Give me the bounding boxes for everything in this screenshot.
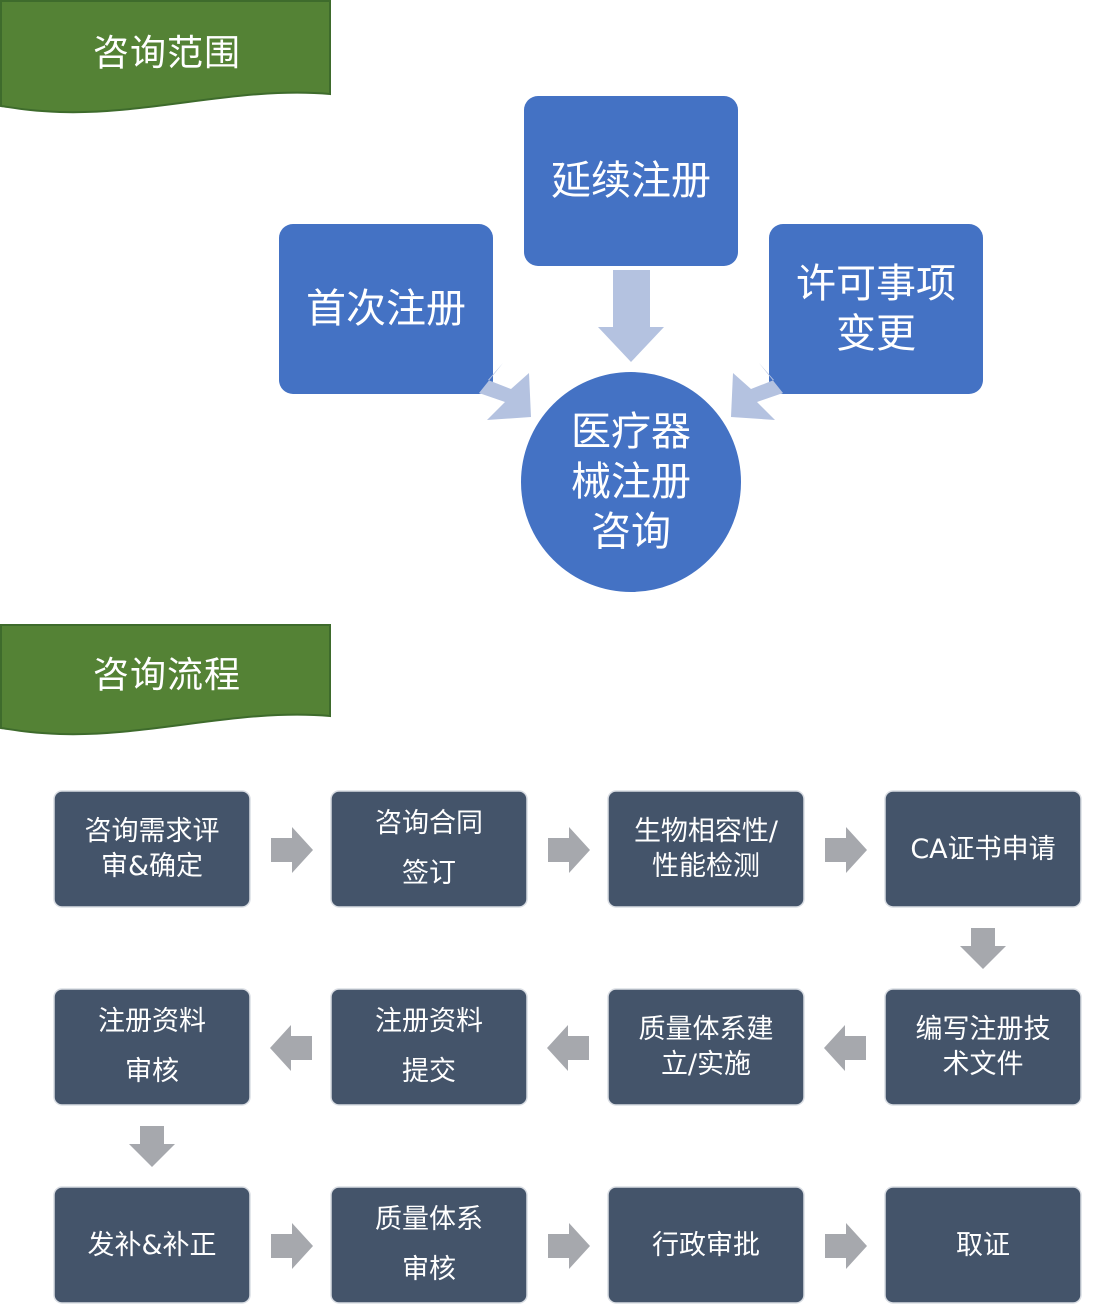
down-arrow-icon: [129, 1126, 175, 1167]
right-arrow-icon: [825, 827, 867, 873]
step-label-1: 咨询需求评 审&确定: [84, 816, 220, 882]
step-box-1: [53, 790, 251, 908]
down-left-arrow-icon: [731, 363, 783, 420]
step-label-5: 编写注册技 术文件: [915, 1014, 1051, 1080]
step-label-11: 行政审批: [652, 1229, 760, 1261]
step-label-9: 发补&补正: [87, 1229, 217, 1261]
first-registration-label: 首次注册: [306, 286, 466, 332]
process-banner: [0, 624, 331, 736]
right-arrow-icon: [271, 827, 313, 873]
step-box-11: [607, 1186, 805, 1304]
step-box-12: [884, 1186, 1082, 1304]
down-right-arrow-icon: [479, 363, 531, 420]
step-box-10: [330, 1186, 528, 1304]
step-label-7: 注册资料 提交: [375, 1006, 483, 1087]
step-box-5: [884, 988, 1082, 1106]
right-arrow-icon: [548, 827, 590, 873]
right-arrow-icon: [548, 1223, 590, 1269]
left-arrow-icon: [824, 1025, 866, 1071]
right-arrow-icon: [271, 1223, 313, 1269]
center-circle: [517, 368, 745, 596]
step-label-12: 取证: [956, 1229, 1010, 1261]
left-arrow-icon: [270, 1025, 312, 1071]
step-label-2: 咨询合同 签订: [375, 808, 483, 889]
renewal-registration-box: [524, 96, 738, 266]
license-change-label: 许可事项 变更: [796, 261, 956, 357]
scope-banner: [0, 0, 331, 114]
step-box-8: [53, 988, 251, 1106]
step-label-10: 质量体系 审核: [375, 1204, 483, 1285]
center-label: 医疗器 械注册 咨询: [571, 409, 691, 555]
license-change-box: [769, 224, 983, 394]
down-arrow-icon: [960, 928, 1006, 969]
step-box-3: [607, 790, 805, 908]
step-label-6: 质量体系建 立/实施: [638, 1014, 774, 1080]
process-section-title: 咨询流程: [93, 655, 242, 696]
step-box-4: [884, 790, 1082, 908]
scope-section-title: 咨询范围: [93, 33, 242, 74]
step-box-2: [330, 790, 528, 908]
right-arrow-icon: [825, 1223, 867, 1269]
first-registration-box: [279, 224, 493, 394]
down-arrow-icon: [598, 270, 664, 362]
step-label-4: CA证书申请: [910, 833, 1056, 865]
step-label-3: 生物相容性/ 性能检测: [633, 816, 779, 882]
renewal-registration-label: 延续注册: [551, 158, 711, 204]
step-box-7: [330, 988, 528, 1106]
step-box-9: [53, 1186, 251, 1304]
step-label-8: 注册资料 审核: [98, 1006, 206, 1087]
step-box-6: [607, 988, 805, 1106]
left-arrow-icon: [547, 1025, 589, 1071]
